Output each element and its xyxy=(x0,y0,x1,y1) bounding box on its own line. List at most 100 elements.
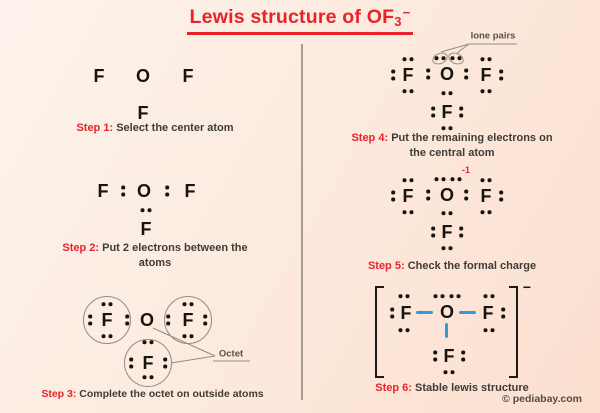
step5-text: Check the formal charge xyxy=(407,260,537,272)
step4-label: Step 4: xyxy=(351,132,389,144)
step6-text: Stable lewis structure xyxy=(415,382,529,394)
step2-label: Step 2: xyxy=(62,242,100,254)
bonding-pair-dots xyxy=(165,185,169,197)
lone-pair-dots xyxy=(480,57,492,61)
atom-o: O xyxy=(139,310,155,330)
lone-pair-dots xyxy=(443,370,455,374)
atom-f: F xyxy=(97,181,109,201)
octet-label: Octet xyxy=(218,348,244,360)
step3-label: Step 3: xyxy=(41,388,77,400)
copyright: © pediabay.com xyxy=(502,393,582,405)
step1-label: Step 1: xyxy=(76,122,114,134)
lone-pair-dots xyxy=(142,375,154,379)
atom-f: F xyxy=(441,102,453,122)
lone-pair-dots xyxy=(182,334,194,338)
lone-pair-dots xyxy=(483,294,495,298)
step6-label: Step 6: xyxy=(375,382,412,394)
step1-caption: Step 1: Select the center atom xyxy=(20,121,290,136)
bonding-pair-dots xyxy=(464,189,468,201)
atom-f: F xyxy=(482,303,494,323)
copyright-text: © pediabay.com xyxy=(502,393,582,405)
step1-text: Select the center atom xyxy=(116,122,234,134)
lone-pair-dots xyxy=(480,89,492,93)
lone-pair-dots xyxy=(402,57,414,61)
page-title: Lewis structure of OF3− xyxy=(0,5,600,35)
atom-f: F xyxy=(480,65,492,85)
atom-f: F xyxy=(480,186,492,206)
left-bracket xyxy=(375,286,384,378)
single-bond xyxy=(459,311,476,314)
step4-text: Put the remaining electrons on the centr… xyxy=(391,132,553,159)
title-superscript: − xyxy=(402,5,411,20)
atom-f: F xyxy=(142,353,154,373)
bonding-pair-dots xyxy=(426,68,430,80)
step2-text: Put 2 electrons between the atoms xyxy=(102,242,248,269)
ion-charge-label: − xyxy=(522,279,532,295)
bonding-pair-dots xyxy=(121,185,125,197)
atom-o: O xyxy=(439,64,455,84)
atom-f: F xyxy=(137,103,149,123)
lone-pair-dots xyxy=(461,350,465,362)
bonding-pair-dots xyxy=(464,68,468,80)
lone-pair-dots xyxy=(390,307,394,319)
atom-f: F xyxy=(184,181,196,201)
right-bracket xyxy=(509,286,518,378)
lone-pair-dots xyxy=(499,69,503,81)
atom-f: F xyxy=(140,219,152,239)
lone-pair-dots xyxy=(449,294,461,298)
lone-pair-dots xyxy=(129,357,133,369)
lone-pair-dots xyxy=(163,357,167,369)
atom-f: F xyxy=(402,65,414,85)
lone-pair-dots xyxy=(450,177,462,181)
lone-pair-dots xyxy=(459,226,463,238)
atom-f: F xyxy=(441,222,453,242)
atom-f: F xyxy=(182,66,194,86)
lone-pair-dots xyxy=(402,210,414,214)
title-underlined: Lewis structure of OF3− xyxy=(186,5,414,35)
lone-pair-dots xyxy=(101,302,113,306)
bonding-pair-dots xyxy=(166,314,170,326)
step3-text: Complete the octet on outside atoms xyxy=(79,388,264,400)
bonding-pair-dots xyxy=(441,211,453,215)
lone-pair-dots xyxy=(441,126,453,130)
lone-pair-dots xyxy=(433,350,437,362)
lone-pair-dots xyxy=(391,69,395,81)
lone-pair-dots xyxy=(431,106,435,118)
lone-pair-dots xyxy=(402,178,414,182)
lone-pair-dots xyxy=(101,334,113,338)
lone-pair-dots xyxy=(480,210,492,214)
lone-pair-dots xyxy=(459,106,463,118)
bonding-pair-dots xyxy=(142,340,154,344)
single-bond xyxy=(445,323,448,338)
lone-pair-dots xyxy=(441,246,453,250)
column-divider xyxy=(301,44,303,400)
step5-label: Step 5: xyxy=(367,260,405,272)
bonding-pair-dots xyxy=(441,91,453,95)
atom-f: F xyxy=(101,310,113,330)
atom-o: O xyxy=(135,66,151,86)
single-bond xyxy=(416,311,433,314)
atom-f: F xyxy=(402,186,414,206)
lone-pair-dots xyxy=(88,314,92,326)
formal-charge-label: -1 xyxy=(461,165,471,175)
atom-o: O xyxy=(439,185,455,205)
atom-f: F xyxy=(400,303,412,323)
atom-f: F xyxy=(182,310,194,330)
octet-circle xyxy=(83,296,131,344)
lone-pair-dots xyxy=(434,177,446,181)
lone-pair-dots xyxy=(398,294,410,298)
bonding-pair-dots xyxy=(125,314,129,326)
title-subscript: 3 xyxy=(394,14,402,29)
step3-caption: Step 3: Complete the octet on outside at… xyxy=(10,387,295,402)
atom-o: O xyxy=(439,302,455,322)
step2-caption: Step 2: Put 2 electrons between the atom… xyxy=(55,241,255,270)
lone-pair-dots xyxy=(431,226,435,238)
bonding-pair-dots xyxy=(140,208,152,212)
lone-pair-dots xyxy=(499,190,503,202)
lone-pair-dots xyxy=(434,56,446,60)
lone-pair-dots xyxy=(402,89,414,93)
atom-f: F xyxy=(93,66,105,86)
lone-pairs-label: lone pairs xyxy=(470,30,516,42)
lone-pair-dots xyxy=(501,307,505,319)
